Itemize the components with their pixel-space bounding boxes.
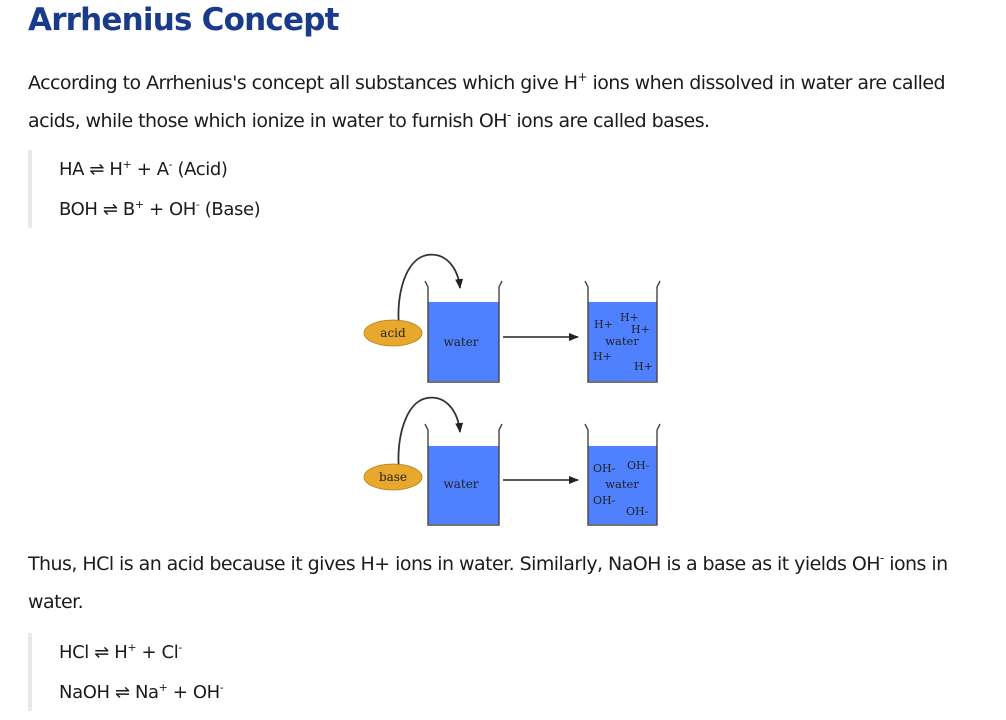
intro-paragraph: According to Arrhenius's concept all sub…	[28, 70, 946, 132]
right-beaker	[584, 423, 661, 526]
acid-source	[363, 319, 423, 347]
right-beaker	[584, 280, 661, 383]
ion-label: OH-	[593, 462, 616, 475]
left-beaker	[424, 280, 503, 383]
ion-label: H+	[634, 360, 653, 373]
right-water-label: water	[605, 334, 639, 348]
ion-label: H+	[631, 323, 650, 336]
pour-arrow	[397, 396, 464, 471]
left-beaker	[424, 423, 503, 526]
ion-label: H+	[620, 311, 639, 324]
hcl-equation: HCl ⇌ H+ + Cl-	[59, 641, 182, 663]
ion-label: OH-	[593, 494, 616, 507]
base-equation: BOH ⇌ B+ + OH- (Base)	[59, 198, 261, 220]
example-equations-block: HCl ⇌ H+ + Cl- NaOH ⇌ Na+ + OH-	[28, 633, 459, 711]
base-source	[363, 463, 423, 491]
ion-label: H+	[594, 318, 613, 331]
ion-label: H+	[593, 350, 612, 363]
conclusion-paragraph: Thus, HCl is an acid because it gives H+…	[28, 551, 948, 613]
acid-label: acid	[380, 326, 406, 340]
right-beaker-water	[588, 446, 657, 524]
general-equations-block: HA ⇌ H+ + A- (Acid) BOH ⇌ B+ + OH- (Base…	[28, 150, 459, 228]
right-water-label: water	[605, 477, 639, 491]
page-title: Arrhenius Concept	[28, 2, 339, 38]
left-beaker-water	[428, 302, 499, 381]
naoh-equation: NaOH ⇌ Na+ + OH-	[59, 681, 224, 703]
base-dissolution-row: base water water OH- OH- OH- OH-	[363, 396, 661, 526]
left-beaker-water	[428, 446, 499, 524]
ion-label: OH-	[626, 505, 649, 518]
base-label: base	[379, 470, 407, 484]
pour-arrow	[397, 253, 464, 327]
acid-equation: HA ⇌ H+ + A- (Acid)	[59, 158, 228, 180]
left-water-label: water	[443, 335, 478, 349]
ion-label: OH-	[627, 459, 650, 472]
right-beaker-water	[588, 302, 657, 381]
acid-dissolution-row: acid water water H+ H+ H+ H+ H+	[363, 253, 661, 383]
left-water-label: water	[443, 477, 478, 491]
